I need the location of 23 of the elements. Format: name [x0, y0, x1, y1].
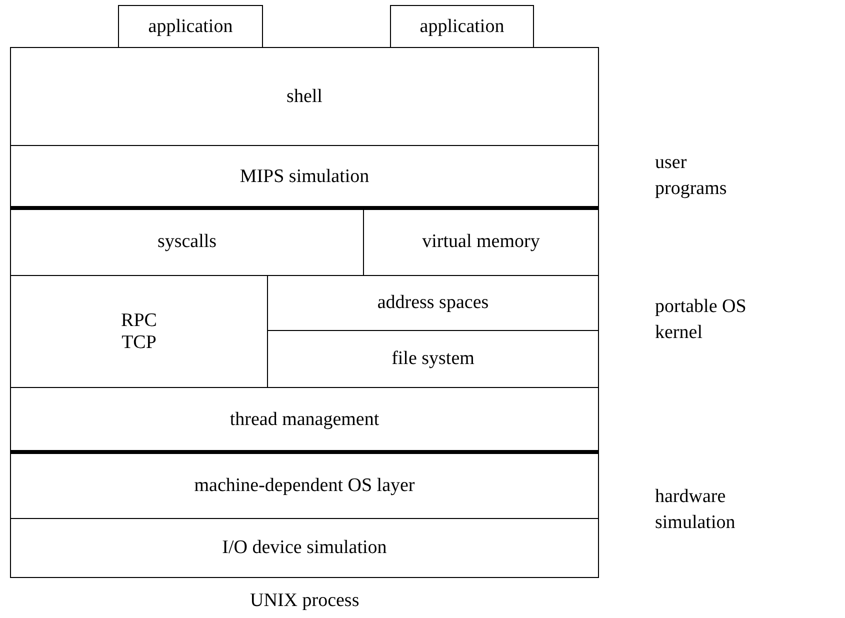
- layer-label: machine-dependent OS layer: [194, 474, 415, 496]
- layer-label: address spaces: [377, 292, 489, 314]
- layer-box: [10, 452, 599, 519]
- caption: UNIX process: [250, 590, 360, 612]
- layer-label: shell: [286, 86, 322, 108]
- layer-label: RPC TCP: [120, 310, 158, 354]
- layer-box: [10, 518, 599, 578]
- layer-label: file system: [392, 348, 474, 370]
- layer-group-label: user programs: [655, 151, 728, 201]
- layer-label: thread management: [230, 409, 380, 431]
- layer-group-label: portable OS kernel: [655, 295, 747, 345]
- layer-label: application: [420, 16, 504, 38]
- layer-box: [10, 145, 599, 209]
- layer-label: virtual memory: [422, 231, 540, 253]
- layer-label: MIPS simulation: [240, 166, 370, 188]
- application-box: [390, 5, 534, 48]
- layer-box: [10, 47, 599, 146]
- layer-group-label: hardware simulation: [655, 485, 736, 535]
- layer-box: [10, 387, 599, 453]
- layer-label: I/O device simulation: [222, 537, 387, 559]
- application-box: [118, 5, 263, 48]
- layer-label: syscalls: [157, 231, 217, 253]
- layer-label: application: [148, 16, 233, 38]
